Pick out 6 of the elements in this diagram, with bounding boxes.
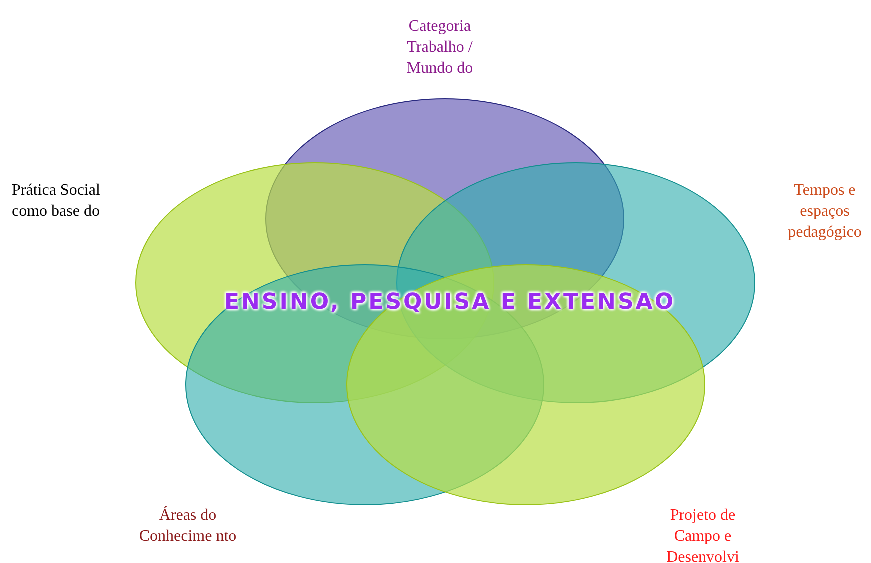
circle-caption: Projeto de Campo e Desenvolvi xyxy=(666,506,740,563)
circle-caption: Áreas do Conhecime nto xyxy=(138,505,238,547)
circle-caption: Tempos e espaços pedagógico xyxy=(787,181,863,243)
circle-caption: Prática Social como base do xyxy=(12,181,102,222)
ellipse-shape xyxy=(346,264,706,506)
circle-caption: Categoria Trabalho / Mundo do xyxy=(406,17,474,79)
